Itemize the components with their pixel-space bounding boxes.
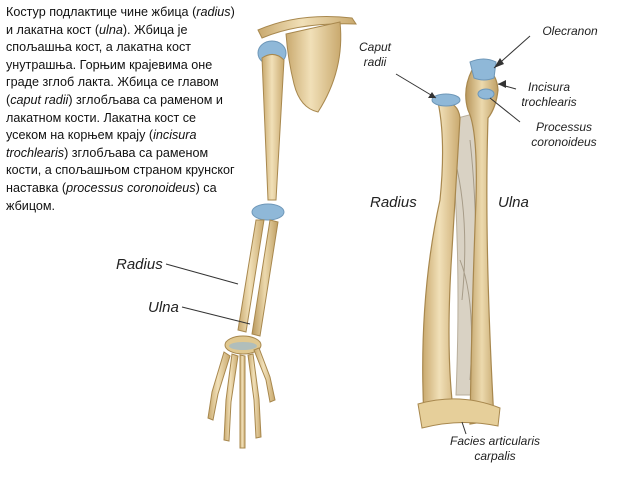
arm-skeleton <box>207 16 357 449</box>
description-segment: ). Жбица је спољашња кост, а лакатна кос… <box>6 22 219 107</box>
label-olecranon: Olecranon <box>542 24 598 38</box>
forearm-bones <box>417 58 501 429</box>
description-segment: ) и лакатна кост ( <box>6 5 235 37</box>
description-segment: ulna <box>99 22 123 37</box>
label-facies-articularis-carpalis: Facies articularis carpalis <box>449 434 541 463</box>
label-radius-arm: Radius <box>116 256 163 273</box>
label-radius-forearm: Radius <box>370 194 417 211</box>
label-processus-coronoideus: Processus coronoideus <box>531 120 597 149</box>
label-ulna-forearm: Ulna <box>498 194 529 211</box>
description-segment: ) зглобљава са раменом и лакатном кости.… <box>6 92 223 143</box>
description-segment: ) са жбицом. <box>6 180 217 213</box>
label-incisura-trochlearis: Incisura trochlearis <box>521 80 577 109</box>
description-text: Костур подлактице чине жбица (radius) и … <box>6 4 238 215</box>
description-segment: processus coronoideus <box>66 180 196 195</box>
description-segment: Костур подлактице чине жбица ( <box>6 5 197 19</box>
label-ulna-arm: Ulna <box>148 299 179 316</box>
description-segment: caput radii <box>10 92 69 107</box>
label-caput-radii: Caput radii <box>358 40 392 69</box>
leader-arrowheads <box>428 58 506 98</box>
description-segment: radius <box>196 5 231 19</box>
description-segment: incisura trochlearis <box>6 128 197 160</box>
description-segment: ) зглобљава са раменом кости, а спољашњо… <box>6 145 235 195</box>
